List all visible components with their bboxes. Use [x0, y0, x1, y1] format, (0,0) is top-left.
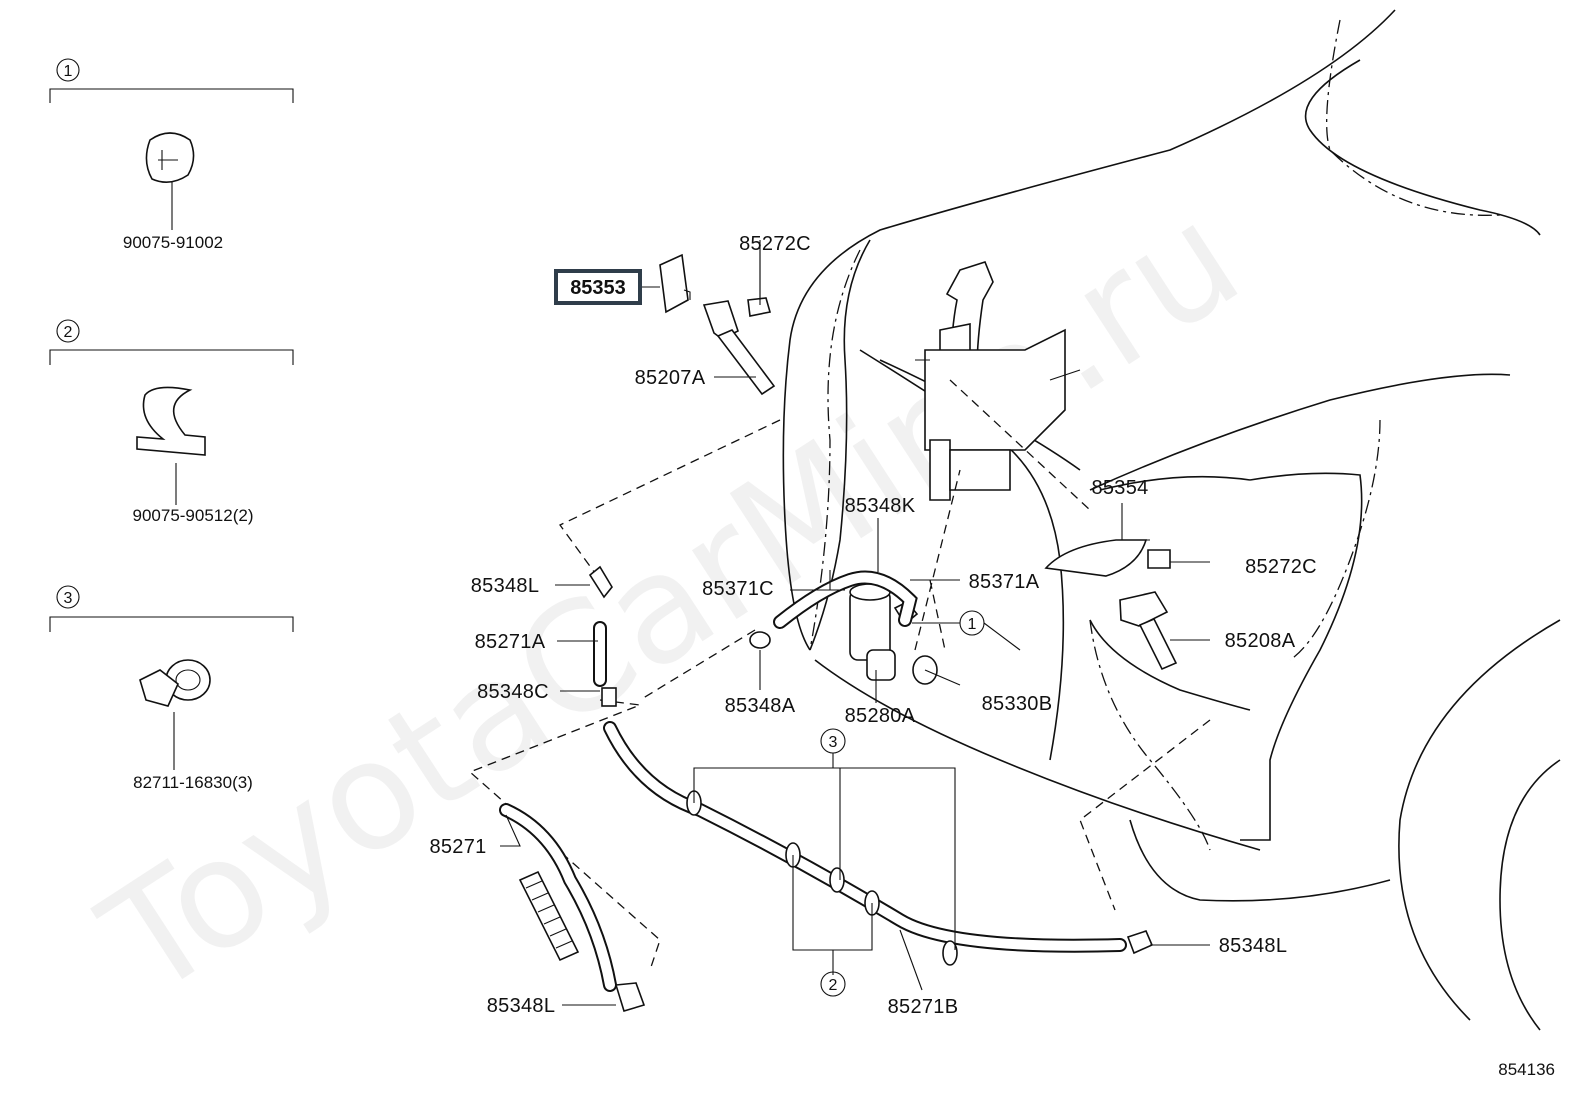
label-85207A[interactable]: 85207A — [635, 367, 706, 389]
washer-tank — [915, 261, 1081, 501]
joint-85348C — [601, 687, 617, 707]
washer-pump — [849, 583, 938, 685]
legend-number-3: 3 — [64, 590, 73, 607]
label-85348L-upper[interactable]: 85348L — [471, 575, 540, 597]
label-85353[interactable]: 85353 — [570, 277, 626, 299]
callout-brackets — [693, 767, 956, 975]
diagram-id: 854136 — [1498, 1060, 1555, 1079]
hose-85371 — [773, 570, 918, 629]
corrugated-tube — [518, 870, 580, 962]
callout-2: 2 — [820, 971, 846, 997]
headlamp-cleaner-cover-left — [659, 253, 691, 314]
label-85271B[interactable]: 85271B — [888, 996, 959, 1018]
callout-2-number: 2 — [829, 977, 838, 994]
callout-1-number: 1 — [968, 616, 977, 633]
leader-lines — [500, 250, 1210, 1006]
nozzle-right — [1119, 591, 1210, 671]
joint-85348L-right — [1126, 930, 1154, 955]
legend-part-3: 82711-16830(3) — [133, 773, 253, 792]
label-85371C[interactable]: 85371C — [702, 578, 774, 600]
label-85208A[interactable]: 85208A — [1225, 630, 1296, 652]
clip-right — [1147, 549, 1210, 569]
hose-85271 — [499, 803, 617, 992]
hose-clamps — [686, 790, 958, 966]
label-85271[interactable]: 85271 — [429, 836, 486, 858]
highlight-box — [554, 269, 642, 305]
label-85348L-lower[interactable]: 85348L — [487, 995, 556, 1017]
label-85348A[interactable]: 85348A — [725, 695, 796, 717]
joint-85348L-lower — [614, 982, 646, 1012]
label-85280A[interactable]: 85280A — [845, 705, 916, 727]
headlamp-cleaner-cover-right — [1044, 539, 1148, 577]
joint-85348A — [749, 631, 771, 649]
legend-item-3: 3 82711-16830(3) — [49, 585, 294, 792]
callout-3-number: 3 — [829, 734, 838, 751]
legend-item-2: 2 90075-90512(2) — [49, 319, 294, 525]
clip-icon — [136, 386, 206, 456]
vehicle-body-outline — [782, 9, 1561, 1031]
nozzle-left — [702, 300, 776, 396]
label-85348C[interactable]: 85348C — [477, 681, 549, 703]
legend-part-2: 90075-90512(2) — [133, 506, 254, 525]
leader-dashed-lines — [468, 379, 1211, 971]
clamp-icon — [145, 132, 195, 183]
legend-number-1: 1 — [64, 63, 73, 80]
hose-85271B — [603, 721, 1127, 953]
legend-number-2: 2 — [64, 324, 73, 341]
band-clamp-icon — [139, 659, 211, 707]
label-85272C-top[interactable]: 85272C — [739, 233, 811, 255]
label-85354[interactable]: 85354 — [1091, 477, 1148, 499]
callout-3: 3 — [820, 728, 846, 768]
label-85348K[interactable]: 85348K — [845, 495, 916, 517]
label-85271A[interactable]: 85271A — [475, 631, 546, 653]
legend-part-1: 90075-91002 — [123, 233, 223, 252]
label-85272C-right[interactable]: 85272C — [1245, 556, 1317, 578]
joint-85348L-upper — [588, 565, 613, 599]
callout-1: 1 — [912, 610, 1021, 651]
legend-item-1: 1 90075-91002 — [49, 58, 294, 252]
label-85371A[interactable]: 85371A — [969, 571, 1040, 593]
label-85348L-right[interactable]: 85348L — [1219, 935, 1288, 957]
label-85330B[interactable]: 85330B — [982, 693, 1053, 715]
